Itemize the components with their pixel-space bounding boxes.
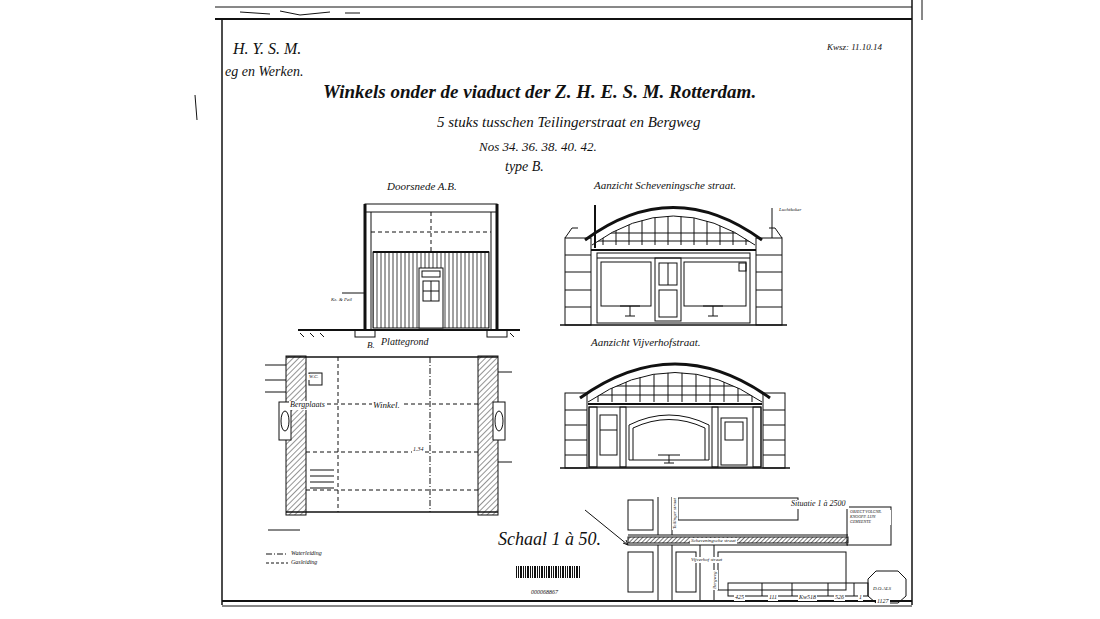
drawing-label: 526 <box>834 585 845 603</box>
label-text: B. <box>366 341 376 351</box>
heading-text: Aanzicht Vijverhofstraat. <box>590 336 704 348</box>
drawing-label: Bergplaats <box>289 393 326 411</box>
label-text: 5 stuks tusschen Teilingerstraat en Berg… <box>436 114 701 131</box>
label-text: 1.34 <box>412 446 425 453</box>
label-text: Teilinger straat <box>672 497 678 530</box>
label-text: Kwsz: 11.10.14 <box>826 43 883 53</box>
label-text: Schaal 1 à 50. <box>497 530 602 550</box>
drawing-label: 000068867 <box>530 580 559 598</box>
label-text: OBJECT VOLGNR. KNOOPP. LIJN GEMEENTE <box>849 510 891 524</box>
label-text: Kw518 <box>798 594 817 601</box>
legend-row: Gasleiding <box>266 558 323 567</box>
drawing-label: 5 stuks tusschen Teilingerstraat en Berg… <box>436 113 701 131</box>
label-text: Nos 34. 36. 38. 40. 42. <box>478 140 598 154</box>
drawing-label: 425 <box>734 585 745 603</box>
view-heading: Doorsnede A.B. <box>386 180 460 192</box>
label-text: 000068867 <box>530 589 559 596</box>
title-text: Winkels onder de viaduct der Z. H. E. S.… <box>322 82 757 103</box>
legend: WaterleidingGasleiding <box>266 549 323 567</box>
drawing-label: 1127 <box>876 589 890 607</box>
label-text: Luchtkoker <box>778 207 803 213</box>
drawing-label: Bergweg <box>702 570 720 590</box>
drawing-label: W.C. <box>308 364 320 382</box>
drawing-label: Teilinger straat <box>662 497 680 530</box>
legend-text: Gasleiding <box>290 559 318 566</box>
drawing-label: Vijverhof straat <box>690 547 723 565</box>
label-text: type B. <box>504 159 545 174</box>
legend-sample <box>266 551 290 557</box>
view-heading: Plattegrond <box>380 336 432 347</box>
label-text: Bergweg <box>712 570 718 590</box>
label-text: 1 <box>858 594 863 601</box>
legend-row: Waterleiding <box>266 549 323 558</box>
legend-text: Waterleiding <box>290 550 323 557</box>
heading-text: Situatie 1 à 2500 <box>790 500 849 509</box>
drawing-label: Kwsz: 11.10.14 <box>826 36 883 54</box>
label-text: Vijverhof straat <box>690 557 723 563</box>
drawing-label: Scheveningsche straat <box>690 528 737 546</box>
sheet-title: Winkels onder de viaduct der Z. H. E. S.… <box>322 82 757 103</box>
label-text: 425 <box>734 594 745 601</box>
drawing-label: eg en Werken. <box>224 62 304 80</box>
label-text: Winkel. <box>372 401 401 411</box>
drawing-label: Luchtkoker <box>778 197 803 215</box>
label-text: H. Y. S. M. <box>232 40 302 58</box>
label-text: eg en Werken. <box>224 64 304 79</box>
drawing-label: D.O.ALS <box>872 576 892 594</box>
drawing-label: 111 <box>768 585 778 603</box>
label-text: 111 <box>768 594 778 601</box>
view-heading: Aanzicht Scheveningsche straat. <box>593 179 740 191</box>
legend-sample <box>266 560 290 566</box>
label-text: 1127 <box>876 598 890 605</box>
drawing-label: type B. <box>504 157 545 175</box>
drawing-label: 1.34 <box>412 437 425 455</box>
heading-text: Aanzicht Scheveningsche straat. <box>593 179 740 191</box>
label-text: D.O.ALS <box>872 586 892 592</box>
drawing-label: Kw518 <box>798 585 817 603</box>
drawing-label: Nos 34. 36. 38. 40. 42. <box>478 137 598 155</box>
label-text: Bergplaats <box>289 401 326 410</box>
drawing-label: Kz. & Peil <box>330 287 353 305</box>
view-heading: Situatie 1 à 2500 <box>790 500 849 509</box>
drawing-label: 1 <box>858 585 863 603</box>
label-text: Kz. & Peil <box>330 297 353 303</box>
heading-text: Doorsnede A.B. <box>386 180 460 192</box>
drawing-label: Winkel. <box>372 394 401 412</box>
view-heading: Aanzicht Vijverhofstraat. <box>590 336 704 348</box>
drawing-label: H. Y. S. M. <box>232 40 302 58</box>
heading-text: Plattegrond <box>380 336 432 347</box>
label-text: W.C. <box>308 374 320 380</box>
label-text: Scheveningsche straat <box>690 538 737 544</box>
drawing-label: OBJECT VOLGNR. KNOOPP. LIJN GEMEENTE <box>849 509 891 527</box>
label-text: 526 <box>834 594 845 601</box>
drawing-label: B. <box>366 334 376 352</box>
drawing-label: Schaal 1 à 50. <box>497 530 602 550</box>
